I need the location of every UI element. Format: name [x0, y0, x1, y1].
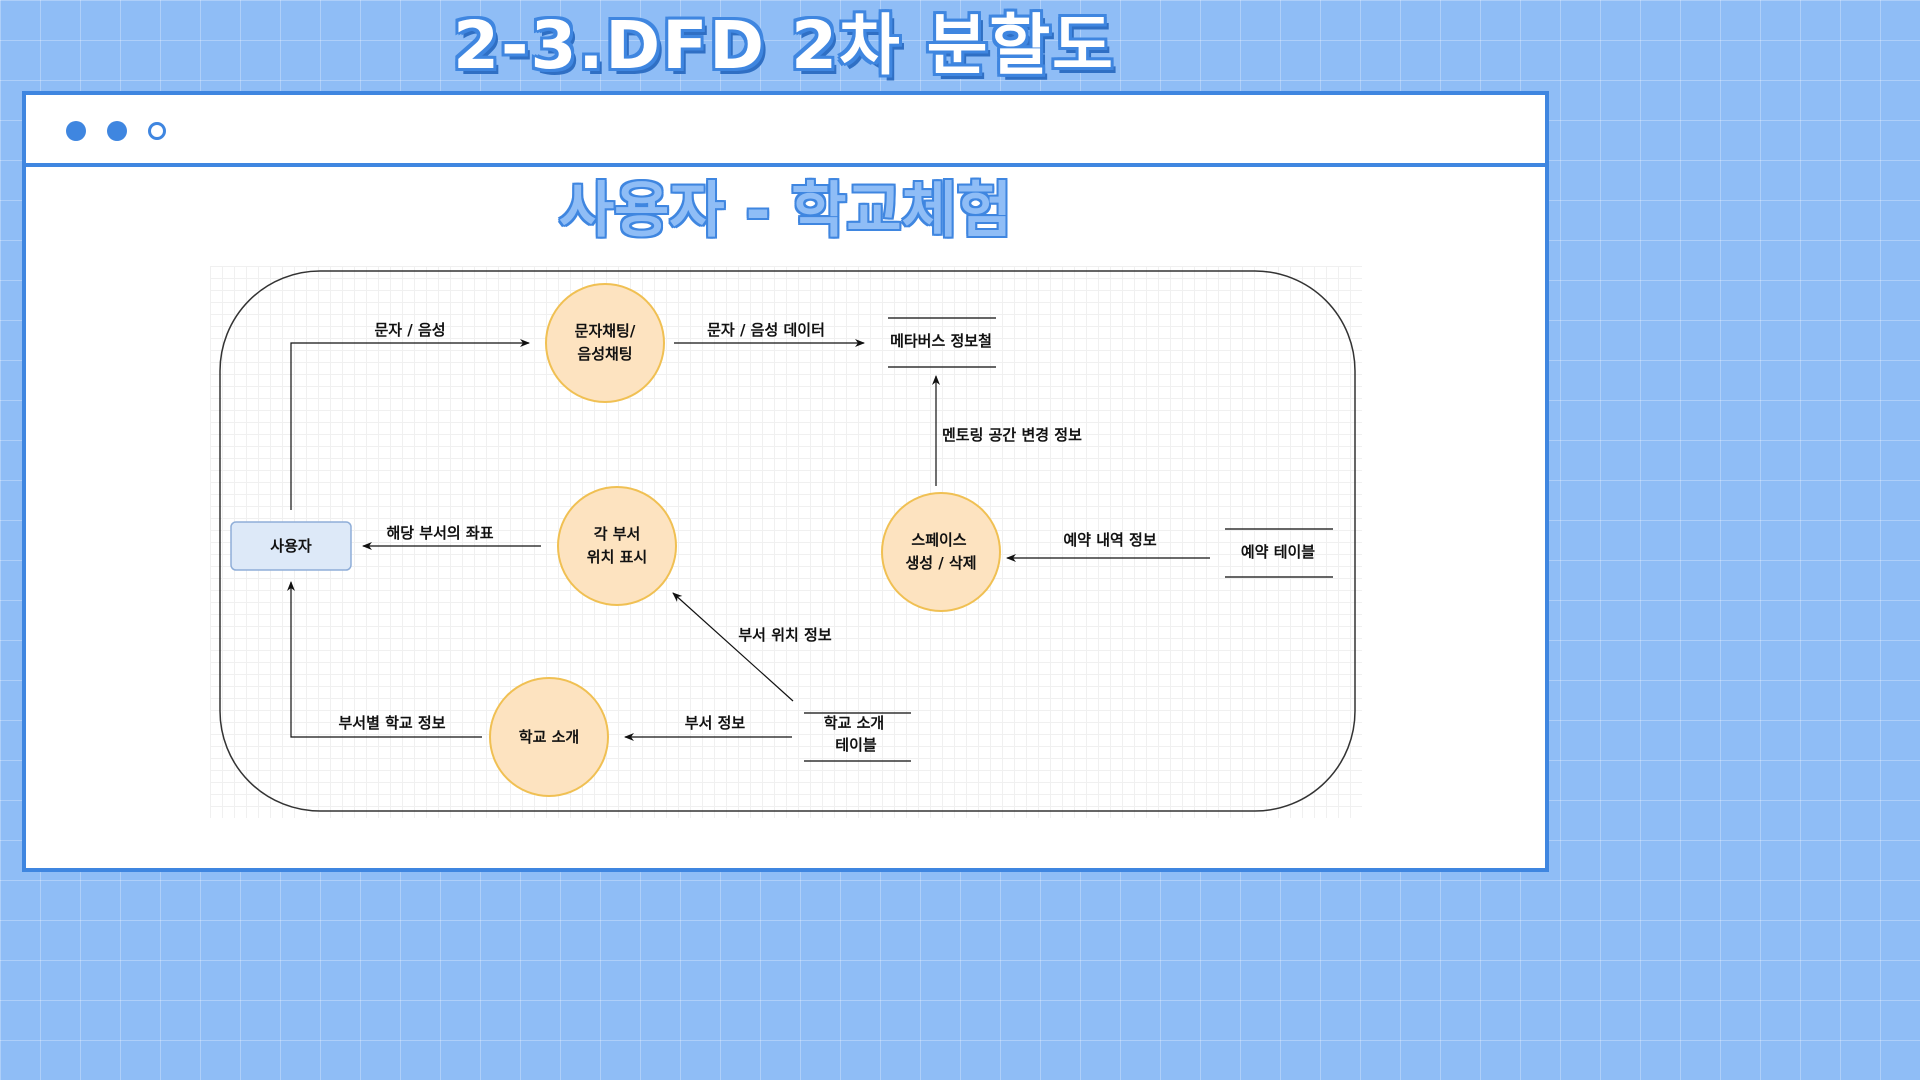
flow-label: 예약 내역 정보 — [1063, 531, 1156, 549]
flow-text-voice-data: 문자 / 음성 데이터 — [674, 321, 865, 347]
flow-label: 해당 부서의 좌표 — [386, 524, 493, 542]
window-dot-icon-2 — [107, 121, 127, 141]
process-space-create-delete[interactable]: 스페이스 생성 / 삭제 — [881, 492, 1001, 612]
data-store-metaverse[interactable]: 메타버스 정보철 — [888, 317, 996, 368]
diagram-title: 사용자 - 학교체험 — [558, 176, 1013, 246]
process-label-line1: 학교 소개 — [519, 728, 579, 746]
process-label-line2: 위치 표시 — [587, 548, 647, 566]
flow-dept-coords: 해당 부서의 좌표 — [362, 524, 541, 550]
flow-label: 부서별 학교 정보 — [338, 714, 445, 732]
flow-school-info-by-dept: 부서별 학교 정보 — [287, 581, 482, 738]
store-label: 예약 테이블 — [1241, 543, 1315, 561]
dfd-diagram: 사용자 문자채팅/ 음성채팅 각 부서 위치 표시 스페이스 생성 / 삭제 — [219, 270, 1356, 812]
browser-window: 사용자 - 학교체험 사용자 문자채팅/ 음성채팅 — [22, 91, 1549, 872]
flow-dept-info: 부서 정보 — [624, 714, 792, 741]
flow-label: 문자 / 음성 데이터 — [707, 321, 825, 339]
window-dot-icon-1 — [66, 121, 86, 141]
store-label: 메타버스 정보철 — [890, 332, 992, 350]
process-locate-departments[interactable]: 각 부서 위치 표시 — [557, 486, 677, 606]
process-school-intro[interactable]: 학교 소개 — [489, 677, 609, 797]
flow-label: 문자 / 음성 — [374, 321, 445, 339]
data-store-reservation[interactable]: 예약 테이블 — [1225, 528, 1333, 578]
data-store-school-intro-table[interactable]: 학교 소개 테이블 — [804, 712, 911, 762]
window-title-bar — [26, 95, 1545, 167]
flow-label: 부서 위치 정보 — [738, 626, 831, 644]
process-label-line1: 문자채팅/ — [575, 322, 636, 340]
flow-label: 부서 정보 — [685, 714, 746, 732]
flow-reservation-info: 예약 내역 정보 — [1006, 531, 1210, 562]
flow-mentoring-change: 멘토링 공간 변경 정보 — [932, 375, 1082, 486]
process-label-line1: 스페이스 — [911, 531, 966, 549]
external-entity-user[interactable]: 사용자 — [230, 521, 352, 571]
store-label-line2: 테이블 — [835, 736, 877, 754]
entity-label: 사용자 — [270, 537, 312, 555]
slide-title: 2-3.DFD 2차 분할도 — [453, 7, 1115, 84]
process-label-line1: 각 부서 — [594, 525, 641, 543]
diagram-canvas: 사용자 문자채팅/ 음성채팅 각 부서 위치 표시 스페이스 생성 / 삭제 — [210, 266, 1362, 818]
process-label-line2: 음성채팅 — [577, 345, 632, 363]
store-label-line1: 학교 소개 — [824, 714, 884, 732]
process-label-line2: 생성 / 삭제 — [905, 554, 976, 572]
process-chat[interactable]: 문자채팅/ 음성채팅 — [545, 283, 665, 403]
flow-text-voice: 문자 / 음성 — [290, 321, 530, 510]
flow-dept-location: 부서 위치 정보 — [672, 592, 832, 702]
window-dot-icon-3 — [148, 122, 166, 140]
system-boundary — [219, 270, 1356, 812]
flow-label: 멘토링 공간 변경 정보 — [942, 426, 1082, 444]
